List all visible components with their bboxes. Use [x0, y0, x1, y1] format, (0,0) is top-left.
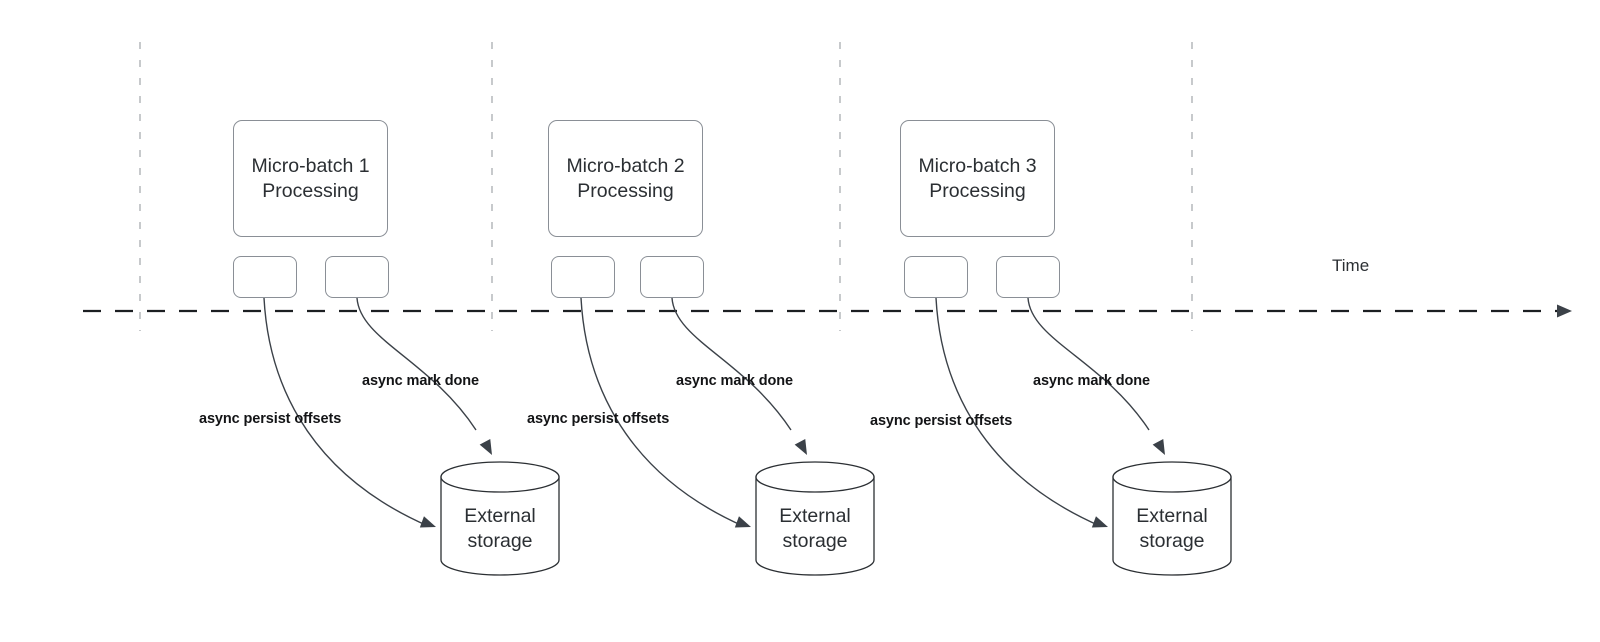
external-storage-label-2: External storage [756, 504, 874, 554]
timeline-axis-label: Time [1332, 256, 1370, 275]
cylinder-top-1 [440, 461, 560, 493]
external-storage-cylinder-3[interactable] [1112, 461, 1232, 576]
edge-label-mark-done-2: async mark done [676, 373, 793, 389]
edge-mark-done-2 [671, 297, 792, 431]
microbatch-box-label-2: Micro-batch 2 [566, 154, 685, 177]
cylinder-top-3 [1112, 461, 1232, 493]
cylinder-top-2 [755, 461, 875, 493]
cylinder-body-3 [1112, 476, 1232, 576]
external-storage-line1-1: External [464, 505, 536, 527]
microbatch-box-sublabel-2: Processing [577, 179, 674, 202]
external-storage-line1-2: External [779, 505, 851, 527]
timeline-arrowhead [1557, 304, 1572, 318]
edge-label-persist-1: async persist offsets [199, 411, 342, 427]
external-storage-label-1: External storage [441, 504, 559, 554]
edge-arrowhead-persist-3 [1091, 516, 1108, 528]
external-storage-line2-2: storage [782, 530, 848, 552]
edge-mark-done-3 [1027, 297, 1150, 431]
cylinder-body-2 [755, 476, 875, 576]
edge-arrowhead-persist-2 [734, 516, 751, 528]
edge-label-persist-3: async persist offsets [870, 413, 1013, 429]
cylinder-body-1 [440, 476, 560, 576]
mark-done-task-1[interactable] [325, 256, 389, 298]
edge-label-mark-done-3: async mark done [1033, 373, 1150, 389]
persist-task-1[interactable] [233, 256, 297, 298]
microbatch-box-label-3: Micro-batch 3 [918, 154, 1037, 177]
edge-arrowhead-mark-done-2 [794, 438, 807, 455]
external-storage-cylinder-2[interactable] [755, 461, 875, 576]
edge-label-mark-done-1: async mark done [362, 373, 479, 389]
edge-mark-done-1 [356, 297, 477, 431]
external-storage-line1-3: External [1136, 505, 1208, 527]
external-storage-line2-3: storage [1139, 530, 1205, 552]
edge-label-persist-2: async persist offsets [527, 411, 670, 427]
external-storage-cylinder-1[interactable] [440, 461, 560, 576]
edge-arrowhead-mark-done-3 [1152, 438, 1165, 455]
edge-persist-3 [935, 297, 1101, 527]
external-storage-label-3: External storage [1113, 504, 1231, 554]
microbatch-box-label-1: Micro-batch 1 [251, 154, 370, 177]
edge-arrowhead-mark-done-1 [479, 438, 492, 455]
microbatch-box-sublabel-1: Processing [262, 179, 359, 202]
edge-arrowhead-persist-1 [419, 516, 436, 528]
microbatch-box-sublabel-3: Processing [929, 179, 1026, 202]
external-storage-line2-1: storage [467, 530, 533, 552]
mark-done-task-3[interactable] [996, 256, 1060, 298]
persist-task-3[interactable] [904, 256, 968, 298]
mark-done-task-2[interactable] [640, 256, 704, 298]
persist-task-2[interactable] [551, 256, 615, 298]
